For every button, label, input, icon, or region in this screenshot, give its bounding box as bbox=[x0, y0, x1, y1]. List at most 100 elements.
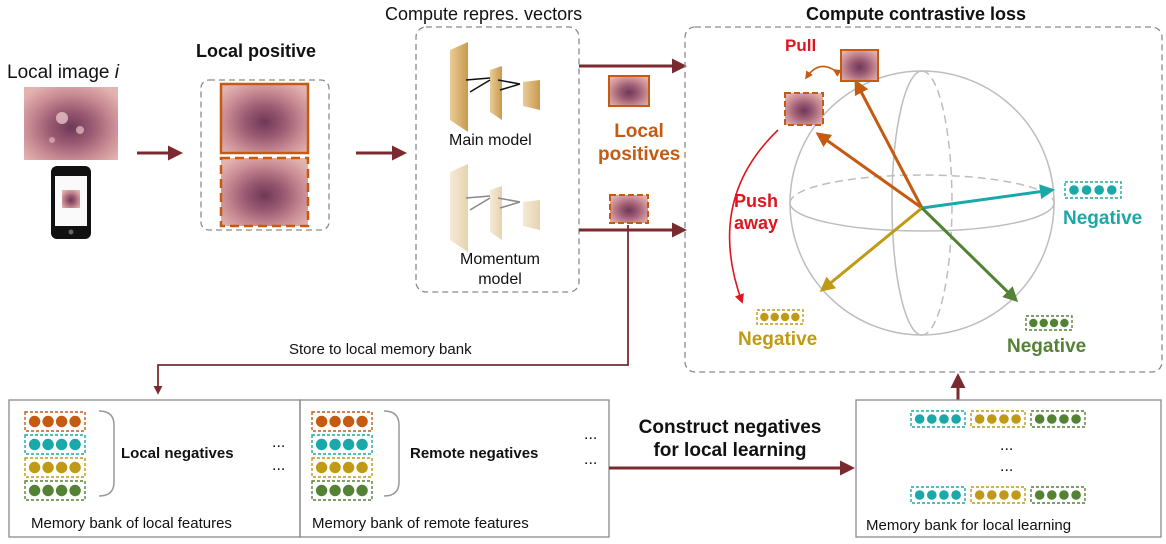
learning-feature-row-bottom bbox=[910, 486, 1086, 504]
vector-negative-mustard bbox=[819, 206, 923, 292]
feature-dot bbox=[329, 438, 341, 451]
feature-dot bbox=[329, 415, 341, 428]
feature-dot bbox=[1059, 490, 1069, 500]
feature-dot bbox=[999, 490, 1009, 500]
pull-label: Pull bbox=[785, 36, 817, 55]
feature-dot bbox=[914, 414, 925, 424]
feature-dot bbox=[28, 461, 41, 474]
feature-dot bbox=[55, 438, 68, 451]
feature-dot bbox=[1034, 490, 1045, 500]
store-label: Store to local memory bank bbox=[289, 341, 472, 358]
positive-crop-top bbox=[840, 49, 879, 82]
learning-ellipsis-2: ... bbox=[1000, 458, 1014, 475]
feature-dot bbox=[974, 414, 985, 424]
feature-dot bbox=[28, 484, 41, 497]
local-feature-stack bbox=[24, 411, 86, 501]
feature-dot bbox=[69, 438, 81, 451]
negative-label-green: Negative bbox=[1007, 336, 1087, 357]
local-brace bbox=[98, 410, 115, 497]
feature-dot bbox=[1049, 318, 1059, 328]
feature-dot bbox=[1069, 185, 1079, 195]
remote-negatives-label: Remote negatives bbox=[410, 445, 539, 462]
feature-dot bbox=[986, 414, 997, 424]
learning-feature-row-top bbox=[910, 410, 1086, 428]
feature-dot bbox=[1059, 414, 1069, 424]
feature-dot bbox=[42, 461, 54, 474]
feature-dot bbox=[356, 438, 368, 451]
push-away-arrow bbox=[728, 129, 779, 304]
positive-crop-dashed bbox=[219, 156, 310, 228]
feature-vector-teal bbox=[1064, 181, 1122, 199]
compute-vectors-title: Compute repres. vectors bbox=[385, 4, 583, 24]
feature-token bbox=[1030, 410, 1086, 428]
local-ellipsis-1: ... bbox=[272, 434, 286, 451]
feature-dot bbox=[42, 438, 54, 451]
contrastive-box bbox=[684, 26, 1163, 373]
vector-negative-teal bbox=[921, 184, 1055, 210]
pull-arrow bbox=[805, 65, 842, 80]
feature-dot bbox=[55, 415, 68, 428]
local-positive-title: Local positive bbox=[196, 41, 317, 61]
feature-dot bbox=[791, 312, 800, 322]
positive-vector-dashed bbox=[609, 194, 649, 224]
positive-crop-left bbox=[784, 92, 824, 126]
feature-dot bbox=[342, 438, 355, 451]
feature-dot bbox=[28, 438, 41, 451]
feature-dot bbox=[951, 490, 961, 500]
remote-brace bbox=[383, 410, 400, 497]
feature-dot bbox=[914, 490, 925, 500]
feature-token bbox=[1064, 181, 1122, 199]
feature-token bbox=[311, 480, 373, 501]
feature-dot bbox=[69, 415, 81, 428]
feature-token bbox=[24, 457, 86, 478]
feature-dot bbox=[329, 484, 341, 497]
vector-positive-main bbox=[854, 79, 924, 209]
feature-token bbox=[756, 309, 804, 325]
feature-dot bbox=[1071, 490, 1081, 500]
feature-dot bbox=[1046, 490, 1057, 500]
main-model-label: Main model bbox=[449, 132, 532, 149]
store-path-arrow bbox=[153, 225, 629, 395]
feature-dot bbox=[356, 415, 368, 428]
local-positive-box bbox=[200, 79, 330, 231]
feature-dot bbox=[760, 312, 769, 322]
feature-dot bbox=[69, 461, 81, 474]
feature-dot bbox=[356, 484, 368, 497]
feature-token bbox=[1030, 486, 1086, 504]
feature-vector-green bbox=[1025, 315, 1073, 331]
feature-dot bbox=[926, 490, 937, 500]
remote-ellipsis-2: ... bbox=[584, 451, 598, 468]
feature-token bbox=[311, 411, 373, 432]
negative-label-teal: Negative bbox=[1063, 208, 1143, 229]
feature-dot bbox=[55, 484, 68, 497]
feature-dot bbox=[939, 414, 949, 424]
feature-dot bbox=[329, 461, 341, 474]
memory-local-label: Memory bank of local features bbox=[31, 515, 232, 532]
feature-token bbox=[910, 410, 966, 428]
feature-dot bbox=[356, 461, 368, 474]
remote-ellipsis-1: ... bbox=[584, 426, 598, 443]
feature-dot bbox=[342, 415, 355, 428]
feature-dot bbox=[69, 484, 81, 497]
feature-dot bbox=[1106, 185, 1117, 195]
memory-bank-learning bbox=[855, 399, 1162, 538]
feature-dot bbox=[315, 461, 328, 474]
feature-dot bbox=[342, 461, 355, 474]
sphere bbox=[789, 70, 1055, 336]
feature-dot bbox=[986, 490, 997, 500]
feature-token bbox=[311, 434, 373, 455]
feature-token bbox=[24, 480, 86, 501]
phone-icon bbox=[51, 166, 91, 239]
negative-label-mustard: Negative bbox=[738, 329, 818, 350]
feature-dot bbox=[1029, 318, 1038, 328]
feature-dot bbox=[315, 484, 328, 497]
feature-token bbox=[1025, 315, 1073, 331]
feature-dot bbox=[1034, 414, 1045, 424]
learning-ellipsis-1: ... bbox=[1000, 437, 1014, 454]
feature-token bbox=[24, 434, 86, 455]
vector-positive-momentum bbox=[815, 132, 923, 210]
